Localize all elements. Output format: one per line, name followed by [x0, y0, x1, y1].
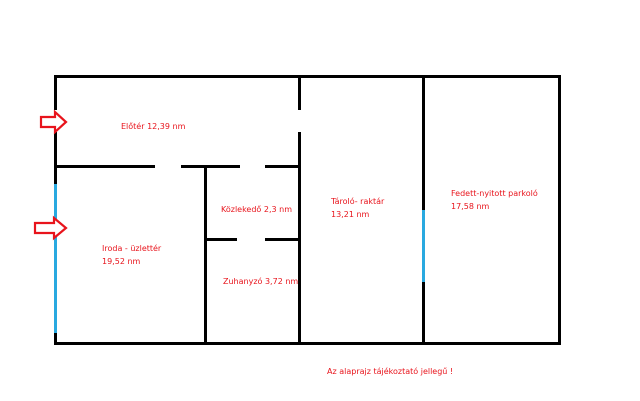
label-kozlekedo: Közlekedő 2,3 nm — [221, 205, 292, 214]
interior-walls — [54, 75, 425, 345]
outer-walls — [54, 75, 561, 345]
label-eloter: Előtér 12,39 nm — [121, 122, 186, 131]
disclaimer-note: Az alaprajz tájékoztató jellegű ! — [327, 367, 454, 376]
entrance-arrow-icon — [33, 215, 68, 241]
label-tarolo-name: Tároló- raktár — [331, 197, 385, 206]
entrance-arrow-icon — [39, 109, 68, 135]
windows — [54, 184, 425, 333]
label-zuhanyzo: Zuhanyzó 3,72 nm — [223, 277, 299, 286]
label-iroda-area: 19,52 nm — [102, 257, 141, 266]
label-parkolo-area: 17,58 nm — [451, 202, 490, 211]
label-iroda-name: Iroda - üzlettér — [102, 244, 162, 253]
label-parkolo-name: Fedett-nyitott parkoló — [451, 189, 538, 198]
label-tarolo-area: 13,21 nm — [331, 210, 370, 219]
